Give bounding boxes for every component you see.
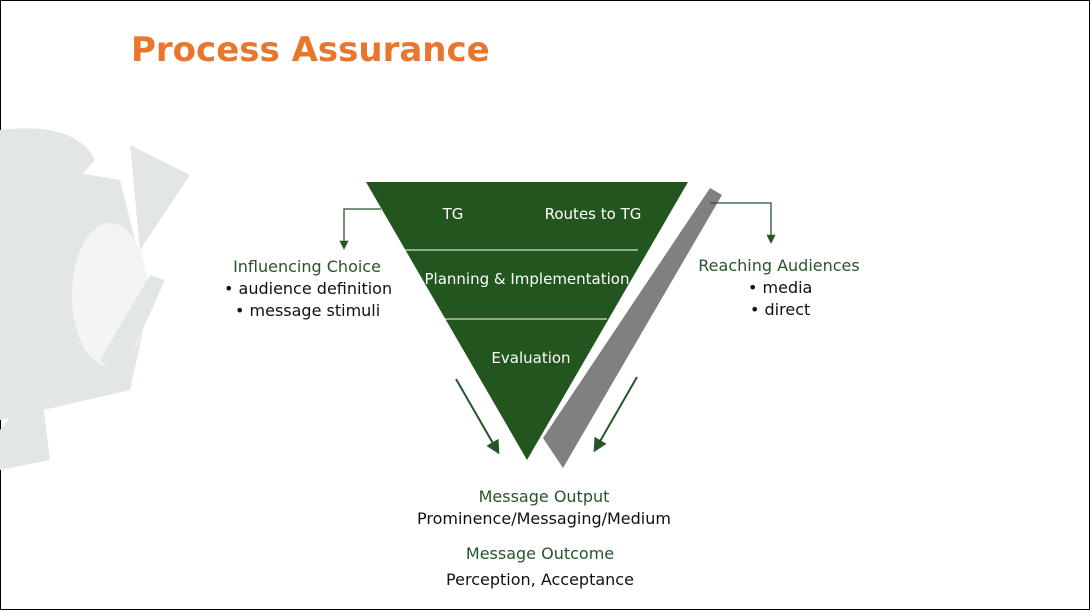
influencing-choice-heading: Influencing Choice <box>233 257 381 276</box>
spotlight-watermark-icon <box>0 128 190 470</box>
triangle-label-routes: Routes to TG <box>544 205 642 223</box>
triangle-shadow <box>543 188 722 468</box>
right-list-item-1: • media <box>748 278 813 297</box>
left-diagonal-arrow <box>455 378 500 455</box>
triangle-label-evaluation: Evaluation <box>491 349 571 367</box>
message-output-text: Prominence/Messaging/Medium <box>417 509 671 528</box>
message-outcome-heading: Message Outcome <box>465 544 615 563</box>
left-elbow-arrow <box>339 208 381 250</box>
right-list-item-2: • direct <box>750 300 811 319</box>
message-output-heading: Message Output <box>478 487 610 506</box>
triangle-label-planning: Planning & Implementation <box>424 270 630 288</box>
triangle-label-tg: TG <box>442 205 464 223</box>
right-diagonal-arrow <box>593 376 638 453</box>
left-list-item-2: • message stimuli <box>235 301 381 320</box>
right-elbow-arrow <box>710 202 776 244</box>
reaching-audiences-heading: Reaching Audiences <box>698 256 860 275</box>
process-triangle <box>366 182 688 460</box>
message-outcome-text: Perception, Acceptance <box>446 570 634 589</box>
left-list-item-1: • audience definition <box>224 279 393 298</box>
slide-title: Process Assurance <box>131 30 490 70</box>
